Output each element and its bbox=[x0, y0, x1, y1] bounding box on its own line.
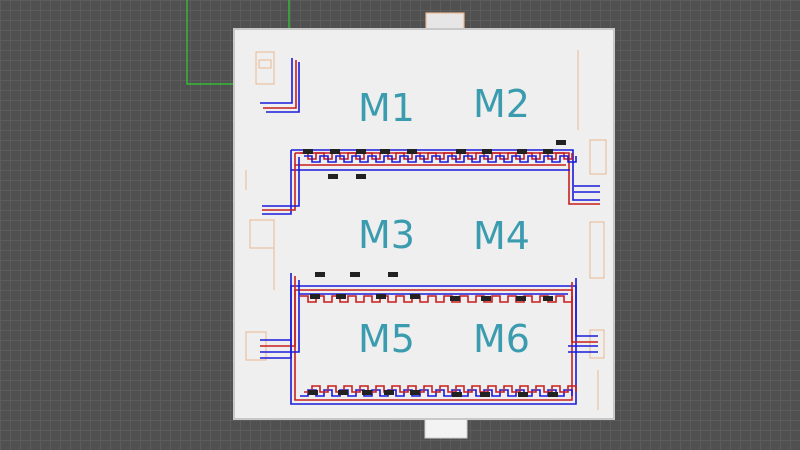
room-label-m2: M2 bbox=[473, 82, 530, 126]
supply-pipe bbox=[262, 150, 292, 215]
supply-pipe bbox=[575, 278, 598, 337]
selection-outline bbox=[186, 0, 290, 85]
radiator bbox=[548, 392, 558, 397]
manifold-pipe bbox=[304, 385, 577, 393]
radiator bbox=[336, 294, 346, 299]
radiator bbox=[450, 296, 460, 301]
radiator bbox=[410, 390, 420, 395]
radiator bbox=[380, 149, 390, 154]
radiator bbox=[308, 390, 318, 395]
radiator bbox=[556, 140, 566, 145]
radiator bbox=[410, 294, 420, 299]
supply-pipe bbox=[260, 340, 292, 359]
radiator bbox=[310, 294, 320, 299]
radiator bbox=[384, 390, 394, 395]
radiator bbox=[376, 294, 386, 299]
radiator bbox=[350, 272, 360, 277]
radiator bbox=[543, 149, 553, 154]
manifold-pipe bbox=[300, 295, 573, 303]
radiator bbox=[517, 149, 527, 154]
supply-pipe bbox=[260, 58, 293, 104]
return-pipe bbox=[294, 289, 573, 401]
return-pipe bbox=[263, 60, 297, 109]
room-label-m6: M6 bbox=[473, 317, 530, 361]
radiator bbox=[328, 174, 338, 179]
supply-pipe bbox=[568, 345, 598, 353]
radiator bbox=[482, 149, 492, 154]
return-pipe bbox=[260, 276, 296, 347]
manifold-pipe bbox=[300, 152, 573, 160]
radiator bbox=[356, 149, 366, 154]
supply-pipe bbox=[262, 157, 300, 207]
radiator bbox=[362, 390, 372, 395]
radiator bbox=[481, 296, 491, 301]
room-label-m3: M3 bbox=[358, 213, 415, 257]
radiator bbox=[303, 149, 313, 154]
radiator bbox=[456, 149, 466, 154]
supply-pipe bbox=[290, 285, 577, 405]
room-label-m5: M5 bbox=[358, 317, 415, 361]
radiator bbox=[480, 392, 490, 397]
supply-pipe bbox=[260, 280, 300, 353]
bottom-entrance bbox=[424, 417, 468, 439]
fixtures bbox=[245, 50, 607, 410]
building-floor bbox=[233, 28, 615, 420]
radiator bbox=[338, 390, 348, 395]
radiator bbox=[516, 296, 526, 301]
supply-pipe bbox=[266, 62, 300, 113]
supply-pipe bbox=[574, 185, 600, 193]
room-label-m4: M4 bbox=[473, 214, 530, 258]
return-pipe bbox=[262, 153, 296, 211]
radiator bbox=[543, 296, 553, 301]
radiator bbox=[518, 392, 528, 397]
radiator-units bbox=[303, 140, 566, 397]
supply-pipe bbox=[291, 149, 600, 201]
radiator bbox=[388, 272, 398, 277]
radiator bbox=[315, 272, 325, 277]
pipe-network bbox=[260, 58, 600, 405]
radiator bbox=[356, 174, 366, 179]
radiator bbox=[330, 149, 340, 154]
radiator bbox=[452, 392, 462, 397]
room-label-m1: M1 bbox=[358, 86, 415, 130]
manifold-pipe bbox=[304, 155, 577, 163]
radiator bbox=[407, 149, 417, 154]
